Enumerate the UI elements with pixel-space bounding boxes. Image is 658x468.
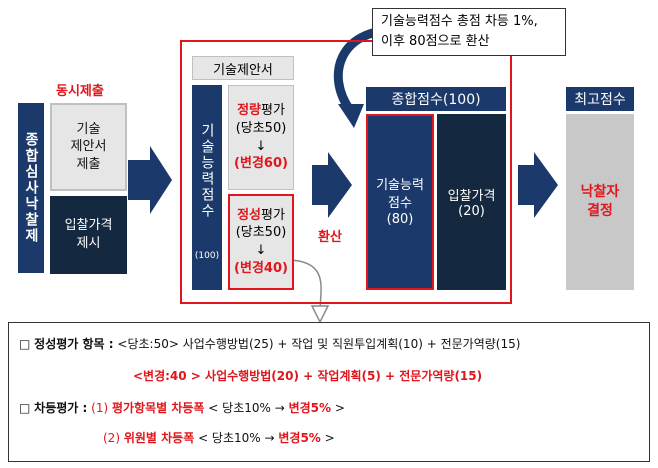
tech-proposal-submit: 기술 제안서 제출 (50, 103, 127, 191)
simultaneous-label: 동시제출 (56, 84, 104, 99)
qualitative-arrow: ↓ (255, 243, 267, 258)
callout-line1: 기술능력점수 총점 차등 1%, (381, 14, 538, 29)
total-price-box: 입찰가격 (20) (437, 114, 506, 290)
diff1-text: < 당초10% → (204, 401, 289, 415)
check-box-2: □ (19, 401, 31, 415)
qual-items-text: <당초:50> 사업수행방법(25) + 작업 및 직원투입계획(10) + 전… (113, 337, 521, 351)
quantitative-suffix: 평가 (261, 103, 285, 119)
bid-price-present: 입찰가격 제시 (50, 196, 127, 274)
top-score-title: 최고점수 (566, 87, 634, 111)
diff2-end: > (320, 431, 335, 445)
quantitative-hl: 정량 (237, 103, 261, 119)
qualitative-hl: 정성 (237, 207, 261, 223)
qual-items-line: □ 정성평가 항목 : <당초:50> 사업수행방법(25) + 작업 및 직원… (19, 335, 520, 352)
winner-decision: 낙찰자 결정 (566, 114, 634, 290)
diff-label: 차등평가 : (34, 401, 88, 415)
award-system-label: 종합심사낙찰제 (18, 103, 44, 273)
total-price-num: (20) (458, 204, 485, 219)
pointer-arrow-head (310, 305, 330, 324)
proposal-frame (180, 40, 512, 304)
diff1-end: > (331, 401, 345, 415)
callout-line2: 이후 80점으로 환산 (381, 33, 490, 49)
diff1-title: 평가항목별 차등폭 (111, 401, 205, 415)
total-tech-box: 기술능력 점수 (80) (366, 114, 434, 290)
diff2-changed: 변경5% (278, 431, 321, 445)
quantitative-changed: (변경60) (234, 156, 288, 172)
qualitative-eval-box: 정성평가 (당초50) ↓ (변경40) (228, 194, 294, 290)
total-price-label: 입찰가격 (447, 189, 496, 204)
notes-box: □ 정성평가 항목 : <당초:50> 사업수행방법(25) + 작업 및 직원… (8, 322, 650, 462)
tech-score-vertical: 기술능력점수 (199, 123, 215, 219)
diff2-num: (2) (103, 431, 120, 445)
qualitative-orig: (당초50) (235, 225, 287, 241)
curved-arrow-head (338, 104, 364, 128)
diff1-line: □ 차등평가 : (1) 평가항목별 차등폭 < 당초10% → 변경5% > (19, 399, 345, 416)
check-box-1: □ (19, 337, 31, 351)
arrow-right-2 (312, 152, 352, 218)
qual-items-label: 정성평가 항목 : (34, 337, 114, 351)
diff2-line: (2) 위원별 차등폭 < 당초10% → 변경5% > (103, 429, 335, 446)
quantitative-arrow: ↓ (255, 138, 267, 154)
tech-score-bar: 기술능력점수 (100) (192, 85, 222, 290)
diff2-title: 위원별 차등폭 (123, 431, 195, 445)
qualitative-suffix: 평가 (261, 207, 285, 223)
total-tech-num: (80) (386, 212, 414, 228)
quantitative-eval-box: 정량평가 (당초50) ↓ (변경60) (228, 85, 294, 190)
diff1-num: (1) (91, 401, 109, 415)
convert-label: 환산 (318, 230, 342, 245)
qualitative-changed: (변경40) (234, 260, 288, 276)
changed-items-line: <변경:40 > 사업수행방법(20) + 작업계획(5) + 전문가역량(15… (133, 369, 483, 383)
quantitative-orig: (당초50) (235, 120, 287, 136)
callout-box: 기술능력점수 총점 차등 1%, 이후 80점으로 환산 (372, 8, 566, 56)
arrow-right-3 (518, 152, 558, 218)
total-tech-label: 기술능력 점수 (376, 177, 424, 211)
diff1-changed: 변경5% (288, 401, 332, 415)
tech-score-num: (100) (194, 251, 220, 261)
arrow-right-1 (128, 146, 172, 214)
total-score-title: 종합점수(100) (366, 87, 506, 111)
proposal-title: 기술제안서 (192, 56, 294, 80)
diff2-text: < 당초10% → (194, 431, 279, 445)
